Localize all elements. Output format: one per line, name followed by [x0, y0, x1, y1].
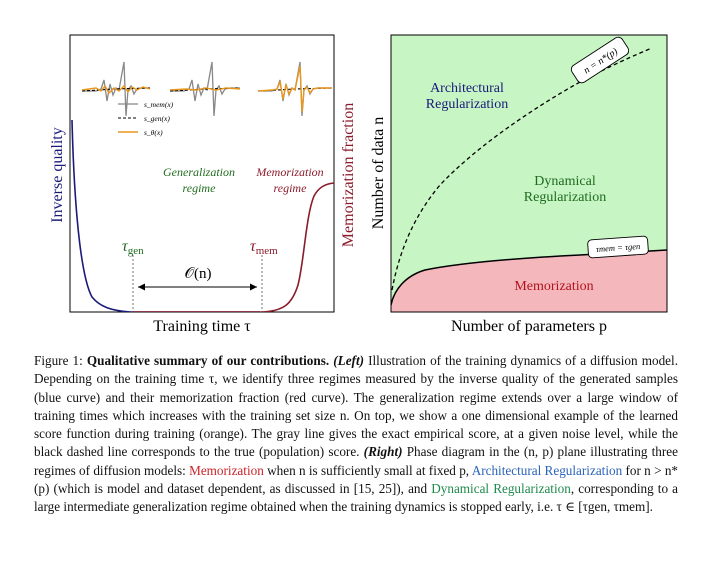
memorization-regime-line2: regime — [274, 181, 308, 195]
tau-equal-label: τmem = τgen — [596, 241, 641, 254]
generalization-regime-line2: regime — [183, 181, 217, 195]
window-arrow — [138, 283, 257, 291]
score-plot-1 — [81, 61, 151, 117]
inverse-quality-curve — [71, 119, 260, 312]
right-ylabel: Memorization fraction — [340, 103, 357, 247]
caption-right-tag: (Right) — [363, 444, 403, 460]
caption-text-4: for n > n*(p) (which is model and datase… — [34, 462, 679, 497]
caption-text-5: , corresponding to a large intermediate … — [34, 481, 678, 515]
left-xlabel: Training time τ — [153, 318, 251, 335]
arch-reg-line1: Architectural — [430, 81, 504, 96]
caption-title: Qualitative summary of our contributions… — [86, 353, 330, 368]
right-ylabel-axis: Number of data n — [370, 117, 387, 229]
mem-region-label: Memorization — [514, 279, 593, 294]
window-label: 𝒪(n) — [185, 266, 212, 282]
right-xlabel: Number of parameters p — [451, 318, 607, 335]
dyn-reg-line2: Regularization — [524, 190, 606, 205]
generalization-regime-line1: Generalization — [163, 165, 235, 179]
caption-left-tag: (Left) — [333, 353, 364, 368]
fig-label: Figure 1: — [34, 353, 83, 368]
memorization-region — [391, 250, 667, 312]
score-plot-2 — [169, 61, 241, 117]
caption-text-1: Illustration of the training dynamics of… — [34, 353, 678, 460]
caption-text-2: Phase diagram in the (n, p) plane illust… — [34, 444, 678, 478]
score-legend: s_mem(x) s_gen(x) s_θ(x) — [118, 100, 174, 137]
left-panel: s_mem(x) s_gen(x) s_θ(x) Generalization … — [49, 34, 357, 335]
caption-dyn: Dynamical Regularization — [431, 481, 571, 497]
caption-text-3: when n is sufficiently small at fixed p, — [267, 462, 470, 478]
arch-reg-line2: Regularization — [426, 97, 508, 112]
caption-arch: Architectural Regularization — [471, 462, 623, 478]
figure-caption: Figure 1: Qualitative summary of our con… — [34, 352, 678, 517]
tau-mem-label: τmem — [250, 238, 278, 257]
tau-gen-label: τgen — [122, 238, 144, 257]
nstar-curve — [391, 47, 653, 291]
tau-label-box: τmem = τgen — [587, 235, 649, 259]
dyn-reg-line1: Dynamical — [534, 174, 596, 189]
caption-mem: Memorization — [189, 462, 264, 478]
memorization-fraction-curve — [132, 182, 334, 312]
left-ylabel: Inverse quality — [49, 127, 66, 223]
score-plot-3 — [257, 61, 333, 117]
legend-sgen: s_gen(x) — [144, 114, 170, 123]
memorization-regime-line1: Memorization — [255, 165, 323, 179]
right-panel: Architectural Regularization Dynamical R… — [370, 34, 668, 335]
legend-smem: s_mem(x) — [144, 100, 174, 109]
legend-stheta: s_θ(x) — [144, 128, 163, 137]
right-plot-frame — [390, 34, 668, 313]
